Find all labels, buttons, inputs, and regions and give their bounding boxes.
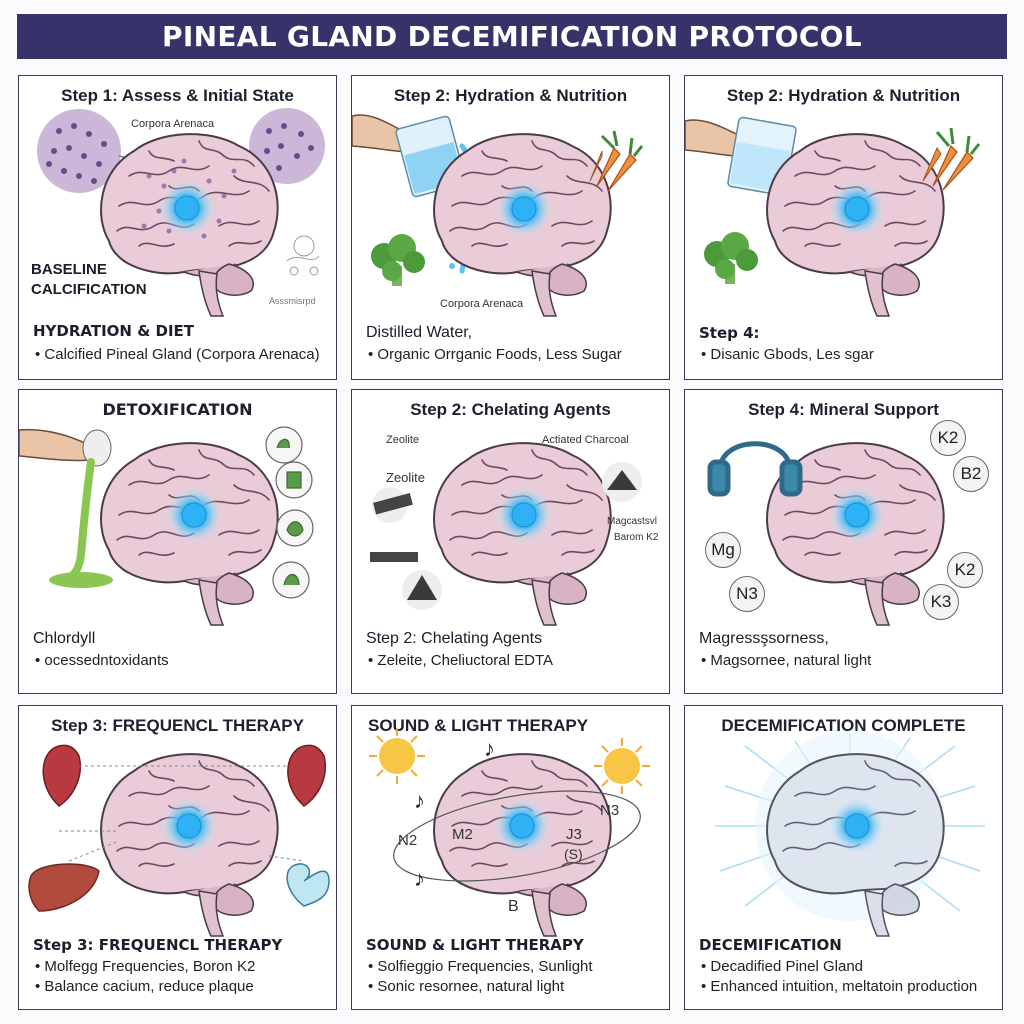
label-corpora-arenaca: Corpora Arenaca	[440, 298, 524, 310]
caption-bullet-2: • Sonic resornee, natural light	[368, 978, 565, 995]
label-zeolite-b: Zeolite	[386, 470, 426, 485]
label-calcification: CALCIFICATION	[31, 281, 147, 298]
mineral-mg: Mg	[705, 532, 741, 568]
calcification-cluster-left	[37, 109, 121, 193]
caption-title: DECEMIFICATION	[699, 936, 842, 954]
label-b: B	[508, 898, 519, 915]
bar-icon	[370, 552, 418, 562]
caption-bullet: • Organic Orrganic Foods, Less Sugar	[368, 346, 622, 363]
herb-icons	[265, 426, 314, 599]
illustration-complete	[715, 731, 985, 937]
panel-title: Step 3: FREQUENCL THERAPY	[51, 716, 304, 735]
title-banner: PINEAL GLAND DECEMIFICATION PROTOCOL	[17, 14, 1007, 59]
label-n2: N2	[398, 832, 418, 849]
illustration-chelating	[370, 442, 642, 626]
panel-step2-hydration-b: Step 2: Hydration & Nutrition Step 4: • …	[684, 75, 1003, 380]
stamp-sketch	[286, 235, 320, 276]
illustration-sound-light	[369, 728, 650, 937]
calcification-cluster-right	[249, 108, 325, 184]
mineral-k3: K3	[923, 584, 959, 620]
label-boron: Barom K2	[614, 532, 659, 543]
panel-title: Step 1: Assess & Initial State	[61, 86, 294, 105]
panel-title: Step 2: Hydration & Nutrition	[393, 86, 628, 105]
caption-title: SOUND & LIGHT THERAPY	[366, 936, 584, 954]
label-baseline: BASELINE	[31, 261, 107, 278]
caption-bullet-2: • Enhanced intuition, meltatoin producti…	[701, 978, 978, 995]
label-s: (S)	[564, 846, 583, 862]
music-note-icon: ♪	[484, 736, 495, 761]
panel-title: DETOXIFICATION	[102, 400, 253, 419]
panel-title: SOUND & LIGHT THERAPY	[368, 716, 589, 735]
caption-bullet: • Zeleite, Cheliuctoral EDTA	[368, 652, 554, 669]
caption-bullet: • Magsornee, natural light	[701, 652, 872, 669]
illustration-water-nutrition	[352, 114, 644, 317]
panel-title: Step 2: Hydration & Nutrition	[726, 86, 961, 105]
zeolite-icon	[372, 487, 413, 523]
label-charcoal: Actiated Charcoal	[542, 434, 629, 446]
panel-decemification-complete: DECEMIFICATION COMPLETE DECEMIFICATION •…	[684, 705, 1003, 1010]
carrots	[589, 130, 644, 192]
headphones-icon	[707, 441, 803, 497]
caption-title: Step 4:	[699, 324, 760, 342]
label-m2: M2	[452, 826, 473, 843]
mineral-n3: N3	[729, 576, 765, 612]
panel-mineral-support: Step 4: Mineral Support K2 B2 Mg K2 N3 K…	[684, 389, 1003, 694]
label-magnesium: Magcastsvl	[607, 516, 658, 527]
caption-bullet-1: • Decadified Pinel Gland	[701, 958, 864, 975]
panel-title: Step 2: Chelating Agents	[410, 400, 611, 419]
caption-bullet: • ocessedntoxidants	[35, 652, 169, 669]
heart-icon	[286, 863, 330, 907]
panel-title: Step 4: Mineral Support	[748, 400, 939, 419]
page-title: PINEAL GLAND DECEMIFICATION PROTOCOL	[162, 20, 862, 53]
caption-bullet-2: • Balance cacium, reduce plaque	[35, 978, 254, 995]
caption-bullet-1: • Molfegg Frequencies, Boron K2	[35, 958, 256, 975]
illustration-detox	[19, 426, 314, 626]
liver-organ	[28, 863, 100, 912]
label-corpora-arenaca: Corpora Arenaca	[131, 118, 215, 130]
illustration-water-nutrition-b	[685, 116, 981, 317]
illustration-calcified-brain	[37, 108, 325, 317]
caption-title: Chlordyll	[33, 630, 96, 647]
mineral-k2-bottom: K2	[947, 552, 983, 588]
panel-chelating-agents: Step 2: Chelating Agents Zeolite Actiate…	[351, 389, 670, 694]
caption-title: Magressşsorness,	[699, 630, 829, 647]
panel-step2-hydration: Step 2: Hydration & Nutrition Corpora Ar…	[351, 75, 670, 380]
mineral-b2: B2	[953, 456, 989, 492]
sun-icon-left	[369, 728, 425, 784]
label-stamp: Asssmisrpd	[269, 296, 316, 306]
caption-title: HYDRATION & DIET	[33, 322, 195, 340]
broccoli	[371, 234, 425, 286]
charcoal-icon	[602, 462, 642, 502]
panel-sound-light: SOUND & LIGHT THERAPY ♪ ♪ ♪ N2 M2 N3 J3 …	[351, 705, 670, 1010]
illustration-minerals	[707, 441, 945, 626]
music-note-icon: ♪	[414, 866, 425, 891]
label-j3: J3	[566, 826, 582, 843]
panel-step1-assess: Step 1: Assess & Initial State	[18, 75, 337, 380]
sun-icon-right	[594, 738, 650, 794]
caption-bullet: • Calcified Pineal Gland (Corpora Arenac…	[35, 346, 320, 363]
caption-title: Distilled Water,	[366, 324, 473, 341]
caption-bullet-1: • Solfieggio Frequencies, Sunlight	[368, 958, 593, 975]
caption-title: Step 2: Chelating Agents	[366, 630, 543, 647]
caption-title: Step 3: FREQUENCL THERAPY	[33, 936, 283, 954]
panel-detoxification: DETOXIFICATION Chlordyll • ocessedntoxid…	[18, 389, 337, 694]
boron-icon	[402, 570, 442, 610]
panel-title: DECEMIFICATION COMPLETE	[721, 716, 966, 735]
heart-organ-left	[42, 744, 81, 807]
label-n3: N3	[600, 802, 620, 819]
heart-organ-right	[287, 744, 326, 807]
label-zeolite-a: Zeolite	[386, 434, 420, 446]
panel-frequency-therapy: Step 3: FREQUENCL THERAPY Step 3: FREQUE…	[18, 705, 337, 1010]
caption-bullet: • Disanic Gbods, Les sgar	[701, 346, 874, 363]
illustration-frequency	[28, 744, 330, 937]
music-note-icon: ♪	[414, 788, 425, 813]
mineral-k2-top: K2	[930, 420, 966, 456]
